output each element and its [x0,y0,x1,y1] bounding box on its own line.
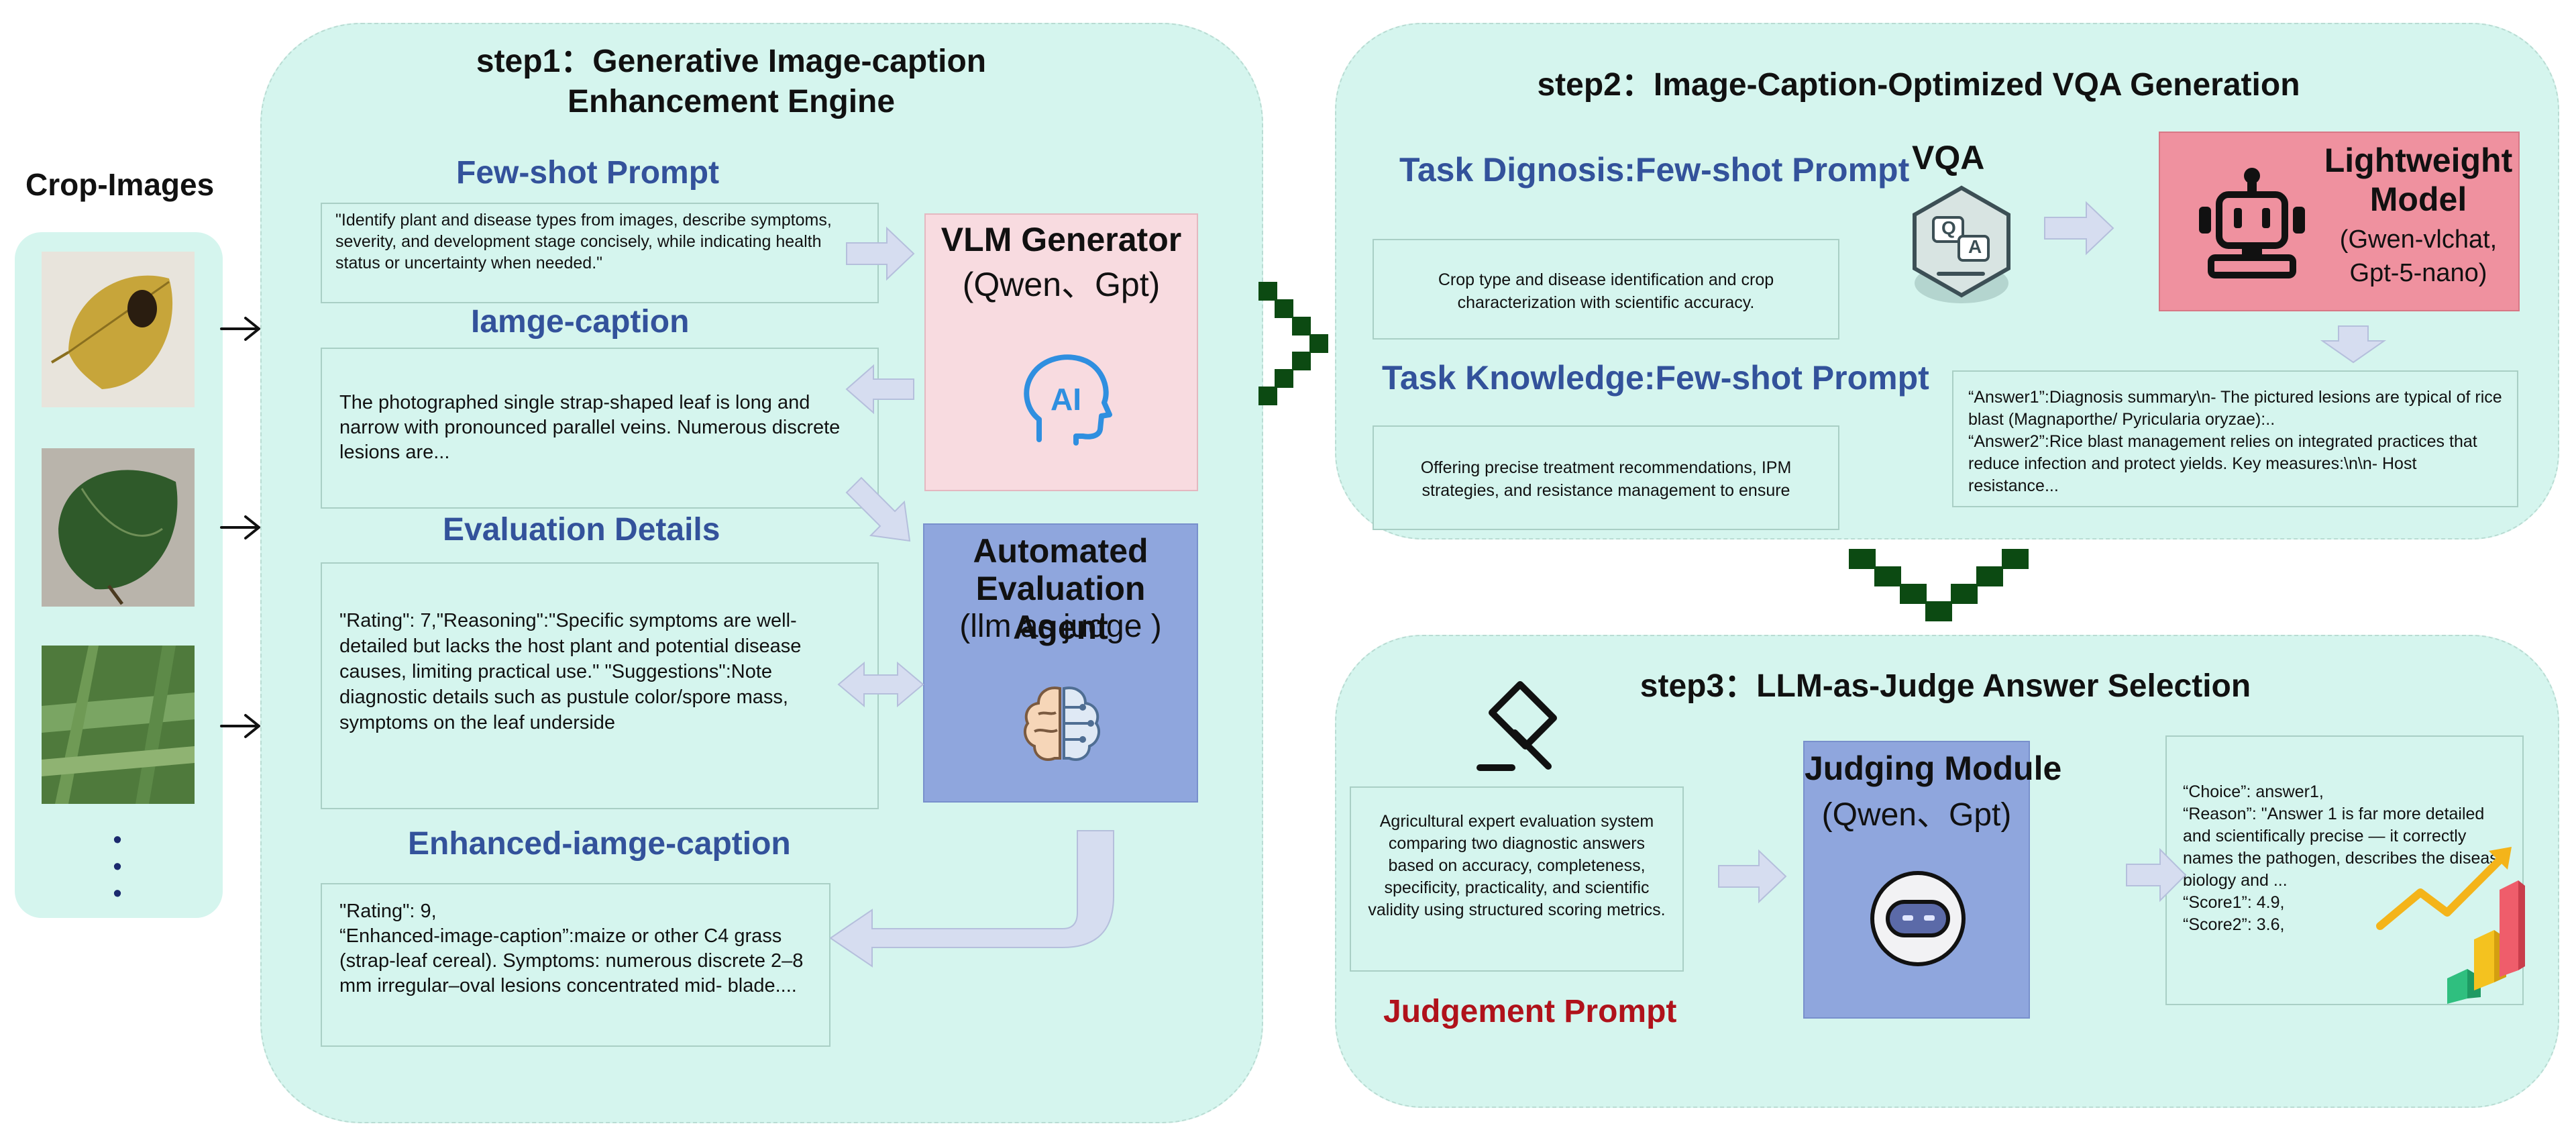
task-diagnosis-heading: Task Dignosis:Few-shot Prompt [1399,151,1910,189]
evaluation-system-text: Agricultural expert evaluation system co… [1350,786,1684,972]
judgement-prompt-heading: Judgement Prompt [1383,994,1677,1029]
vlm-generator-models: (Qwen、Gpt) [962,266,1161,303]
ai-icon-label: AI [1051,382,1081,417]
judging-module-models: (Qwen、Gpt) [1821,797,2012,833]
green-leaf-picture [58,470,178,605]
lightweight-model-names-line2: Gpt-5-nano) [2349,259,2487,287]
vqa-icon: Q A [1901,183,2022,310]
arrow-eval-to-agent [837,661,924,708]
agent-subtitle: (llm as judge ) [959,609,1162,644]
enhanced-image-caption-heading: Enhanced-iamge-caption [408,826,791,862]
chevron-step2-to-step3 [1849,549,2029,621]
crop-arrow-2 [220,515,260,540]
vqa-answers-text: “Answer1”:Diagnosis summary\n- The pictu… [1952,370,2518,507]
vlm-generator-title: VLM Generator [941,221,1182,258]
step1-title-line2: Enhancement Engine [567,84,896,119]
evaluation-details-heading: Evaluation Details [443,512,720,548]
arrow-system-to-module [1718,849,1787,904]
arrow-model-to-answers [2320,325,2387,364]
lightweight-model-title-line1: Lightweight [2324,142,2513,179]
ai-head-icon: AI [1016,349,1116,450]
lightweight-model-box[interactable]: Lightweight Model (Gwen-vlchat, Gpt-5-na… [2159,132,2520,311]
robot-face-icon [1868,868,1968,969]
agent-title-line1: Automated [973,532,1148,570]
grass-blades-picture [42,646,195,804]
vlm-generator-box[interactable]: VLM Generator (Qwen、Gpt) AI [924,213,1198,491]
arrow-caption-to-agent [845,476,911,542]
arrow-vlm-to-caption [845,364,914,415]
arrow-module-to-result [2126,848,2187,903]
image-caption-text: The photographed single strap-shaped lea… [321,348,879,509]
automated-evaluation-agent-box[interactable]: Automated Evaluation Agent (llm as judge… [923,523,1198,803]
evaluation-details-text: "Rating": 7,"Reasoning":"Specific sympto… [321,562,879,809]
lightweight-model-names: (Gwen-vlchat, Gpt-5-nano) [2321,223,2516,290]
task-knowledge-text: Offering precise treatment recommendatio… [1373,425,1839,530]
enhanced-image-caption-text: "Rating": 9, “Enhanced-image-caption”:ma… [321,883,830,1047]
judging-module-box[interactable]: Judging Module (Qwen、Gpt) [1803,741,2062,1019]
step1-title: step1：Generative Image-caption Enhanceme… [376,42,1087,122]
arrow-vqa-to-model [2044,201,2114,256]
lightweight-model-title: Lightweight Model [2321,141,2516,219]
bar-chart-growth-icon [2373,839,2525,1004]
task-knowledge-heading: Task Knowledge:Few-shot Prompt [1382,359,1929,397]
step1-title-line1: step1：Generative Image-caption [476,44,987,79]
judging-result-text: “Choice”: answer1, “Reason”: "Answer 1 i… [2165,735,2524,1005]
judging-module-title: Judging Module [1805,750,2062,787]
eraser-icon [1473,678,1574,778]
more-images-dots: • • • [113,826,122,908]
crop-image-leaf-green[interactable] [42,448,195,607]
task-diagnosis-text: Crop type and disease identification and… [1373,239,1839,340]
arrow-prompt-to-vlm [846,226,915,281]
lightweight-model-title-line2: Model [2369,181,2467,218]
vqa-label: VQA [1912,139,1985,176]
vqa-icon-a: A [1968,236,1982,257]
chevron-step1-to-step2 [1258,282,1328,405]
lightweight-model-names-line1: (Gwen-vlchat, [2339,225,2498,254]
few-shot-prompt-text: "Identify plant and disease types from i… [321,203,879,303]
robot-icon [2195,165,2309,283]
agent-title-line2: Evaluation Agent [975,570,1146,646]
yellow-leaf-picture [50,275,173,389]
step3-title: step3：LLM-as-Judge Answer Selection [1640,668,2251,704]
crop-image-leaf-yellow[interactable] [42,252,195,407]
step2-title: step2：Image-Caption-Optimized VQA Genera… [1537,67,2300,103]
crop-images-title: Crop-Images [25,167,215,202]
image-caption-heading: Iamge-caption [471,304,690,340]
few-shot-prompt-heading: Few-shot Prompt [456,155,719,191]
vqa-icon-q: Q [1941,217,1956,238]
crop-image-grass[interactable] [42,646,195,804]
brain-circuit-icon [1018,680,1106,768]
crop-arrow-1 [220,317,260,341]
crop-arrow-3 [220,714,260,738]
arrow-agent-to-enhanced-body [829,830,1114,968]
